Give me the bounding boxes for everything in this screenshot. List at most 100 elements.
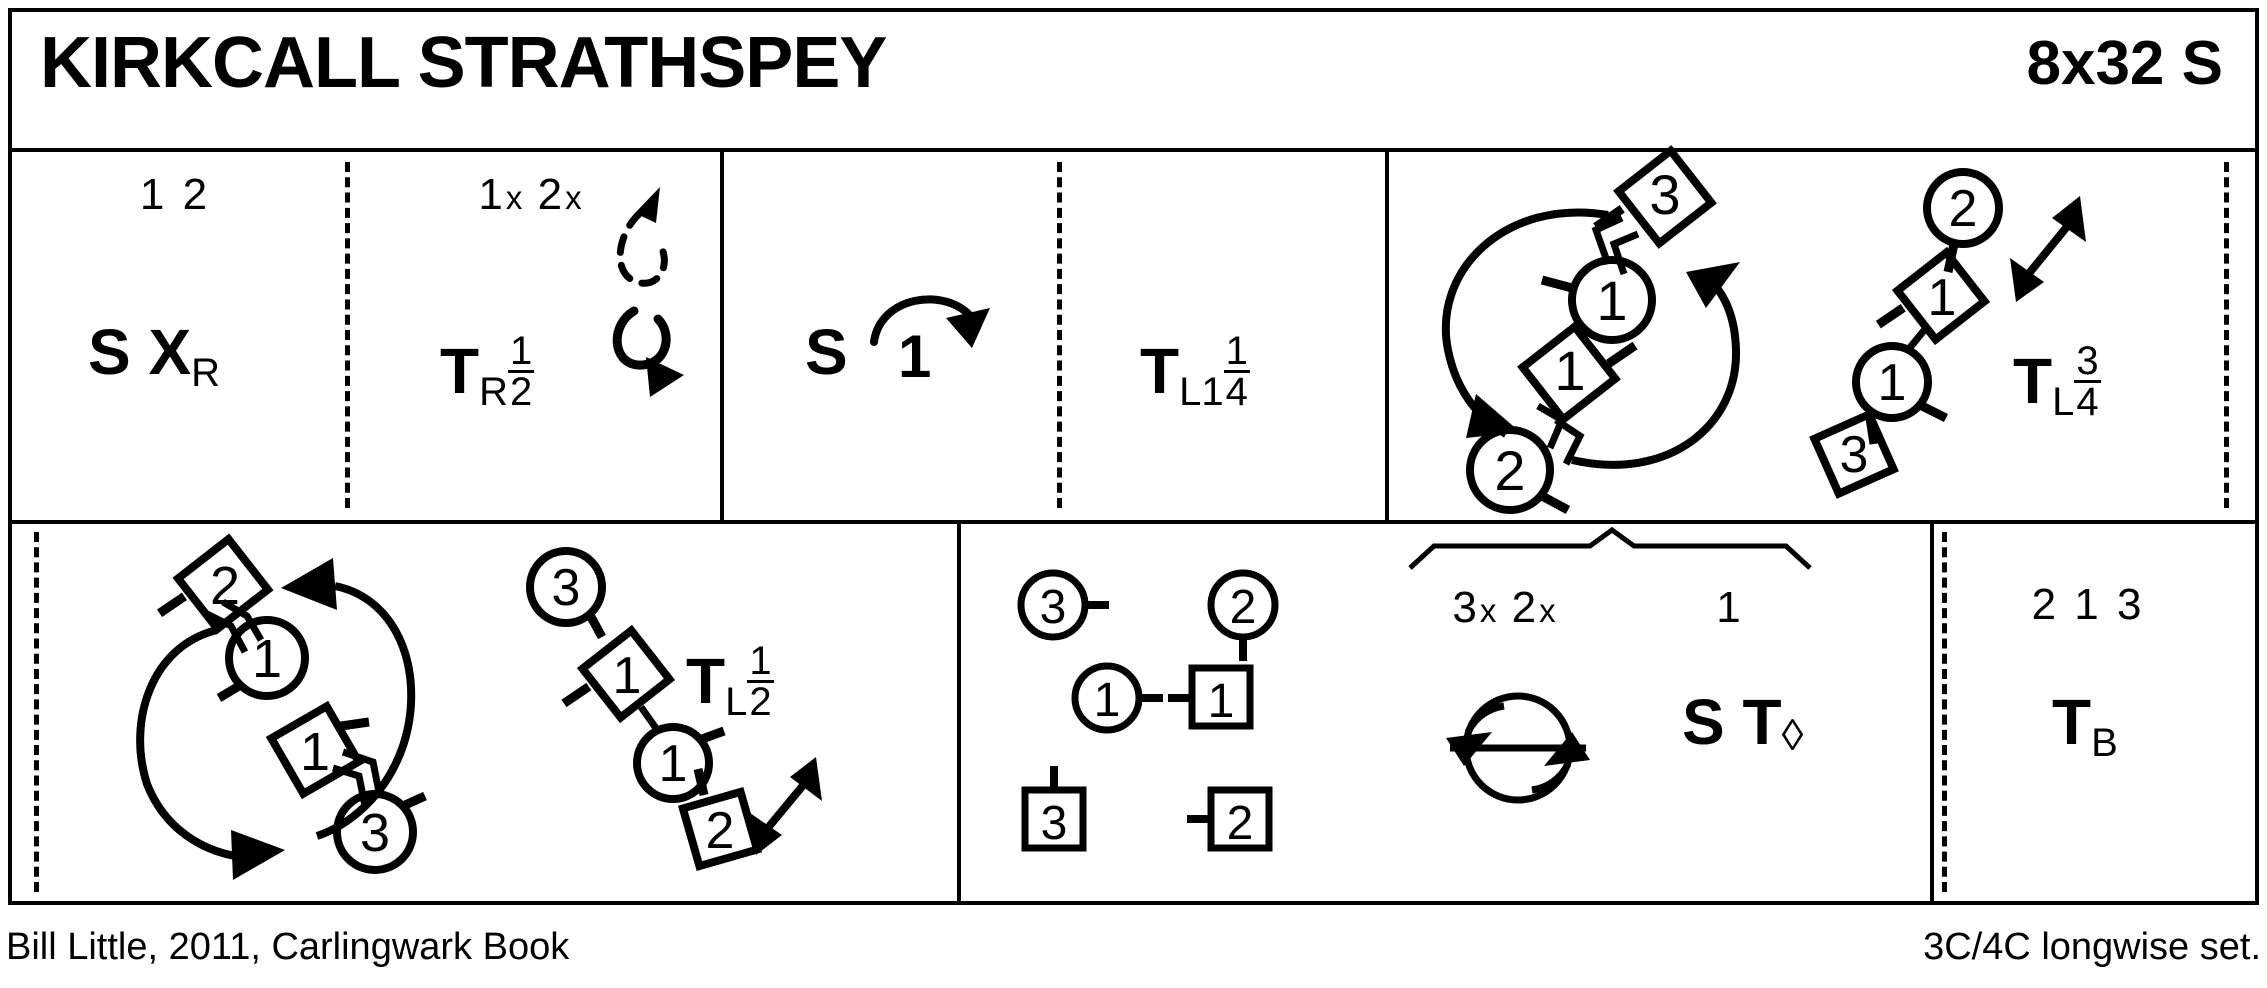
bar8-link-1-1 [638,704,661,734]
bar4-figure-sub: L1 [1179,370,1224,414]
divider-bar1-bar2 [345,162,350,508]
divider-bar2-bar3 [720,152,724,520]
bar10-circle-icon [1430,680,1610,820]
bar8-dancer-diagram: 3 1 1 2 [510,535,850,885]
dashed-loop-arrowhead [635,187,660,223]
bar7-reel-diagram: 2 1 1 [85,530,445,880]
bar6-figure-sub: L [2052,380,2075,424]
solid-loop-arrowhead [646,357,684,397]
bar9-dancer-square-1: 1 [1168,664,1254,730]
bar2-figure-letter: T [440,335,480,407]
svg-text:1: 1 [300,722,330,782]
row-divider [12,520,2255,524]
bar10-figure-symbol: ◊ [1781,711,1804,760]
bar5-right-arc [1571,277,1741,469]
bar11-figure: TB [2052,690,2118,763]
bar3-arc-arrow [868,282,1008,372]
bar7-dancer-circle-3: 3 [333,790,427,874]
arc-arrow-icon [870,295,976,346]
bar3-figure-letter: S [805,316,848,388]
bracket-icon [1408,526,1812,570]
divider-bar6-end [2224,162,2229,508]
solid-loop-arrow-icon [612,306,671,370]
bar1-figure-letter: S X [88,316,192,388]
svg-text:2: 2 [1949,180,1978,238]
bar6-dancer-diagram: 2 1 1 3 [1809,160,2160,499]
diagram-frame [8,8,2259,905]
bar2-position-label: 1x 2x [478,170,581,220]
header-divider [12,148,2255,152]
bar8-dancer-circle-3: 3 [526,547,606,640]
bar11-position-label: 2 1 3 [2031,580,2145,629]
svg-text:1: 1 [1878,354,1907,412]
author-credit: Bill Little, 2011, Carlingwark Book [6,926,570,968]
bar10-bracket-left-label: 3x 2x [1452,583,1556,632]
bar7-arc-top-arrowhead [281,558,337,610]
bar10-bracket [1408,526,1828,578]
bar5-reel-diagram: 3 1 1 [1410,145,1810,514]
bar1-figure-sub: R [191,351,221,395]
bar10-figure: S T◊ [1682,690,1803,758]
bar9-set-positions: 3 2 1 1 3 [1015,565,1355,855]
bar9-dancer-square-3: 3 [1021,766,1087,852]
bar8-dancer-square-1: 1 [561,624,676,724]
svg-text:1: 1 [613,647,642,705]
dance-meta: 8x32 S [2026,29,2223,98]
bar9-dancer-circle-3: 3 [1017,569,1109,641]
bar5-link-1-2 [1536,402,1585,466]
svg-text:1: 1 [252,629,282,689]
divider-row2-start [34,532,39,892]
double-headed-arrow-icon [750,757,822,855]
svg-text:1: 1 [1928,269,1957,327]
divider-bar3-bar4 [1057,162,1062,508]
bar5-dancer-square-3: 3 [1593,145,1717,249]
divider-bar4-bar5 [1385,152,1389,520]
bar6-dancer-square-3: 3 [1809,409,1899,499]
bar2-loop-icons [588,185,718,405]
bar9-dancer-square-2: 2 [1187,786,1273,852]
svg-text:3: 3 [1840,426,1869,484]
bar8-dancer-square-2: 2 [677,767,763,872]
double-headed-arrow-icon [2010,196,2086,302]
bar6-dancer-circle-2: 2 [1923,168,2003,273]
dashed-loop-arrow-icon [616,209,668,287]
bar1-position-label: 1 2 [139,170,211,219]
bar6-dancer-square-1: 1 [1875,246,1991,346]
divider-bar10-bar11 [1930,524,1934,905]
divider-bar11-dash [1942,532,1947,892]
bar7-arc-bottom-arrowhead [231,830,285,880]
bar2-figure-sub: R [479,370,508,414]
bar6-figure-letter: T [2013,345,2053,417]
bar10-circle-arrowhead-right [1544,732,1590,766]
bar5-dancer-circle-2: 2 [1466,426,1571,514]
page-title: KIRKCALL STRATHSPEY [40,23,887,103]
svg-text:2: 2 [1230,581,1257,634]
bar9-dancer-circle-2: 2 [1207,569,1279,661]
svg-text:1: 1 [1208,675,1235,728]
bar11-figure-sub: B [2091,721,2118,765]
bar7-dancer-circle-1: 1 [216,616,309,702]
bar10-bracket-right-label: 1 [1716,583,1744,632]
bar6-link-1-1 [1905,325,1929,353]
divider-bar8-bar9 [957,524,961,905]
bar2-position-label-text: 1x 2x [478,170,582,219]
bar7-dancer-square-1: 1 [265,700,370,800]
bar3-dancer-number: 1 [898,323,932,390]
bar5-right-arrowhead [1686,262,1740,308]
bar10-figure-letter: S T [1682,686,1782,758]
svg-text:3: 3 [1040,581,1067,634]
bar5-dancer-circle-1: 1 [1540,256,1656,344]
arc-arrowhead [946,308,990,348]
bar4-figure-letter: T [1140,335,1180,407]
bar8-figure-letter: T [686,645,726,717]
svg-text:2: 2 [706,802,735,860]
svg-text:1: 1 [659,735,688,793]
svg-text:1: 1 [1094,674,1121,727]
set-description: 3C/4C longwise set. [1923,926,2261,968]
